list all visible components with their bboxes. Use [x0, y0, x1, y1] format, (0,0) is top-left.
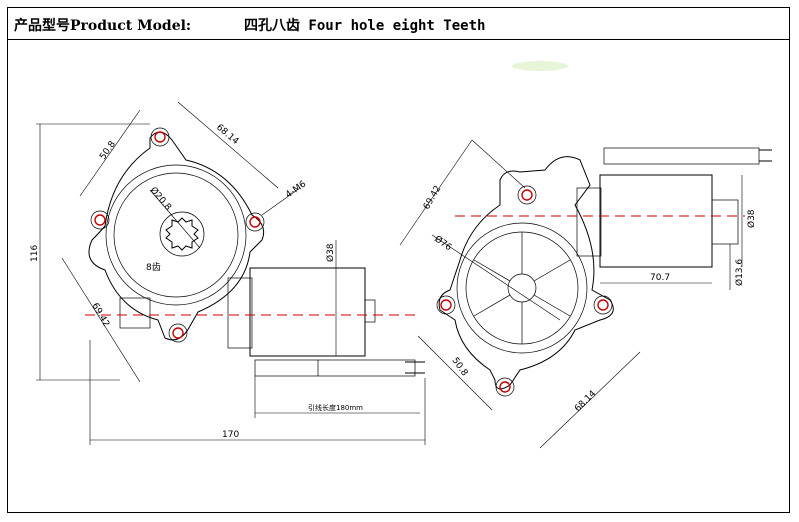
- spoke-2: [533, 259, 571, 282]
- right-hole-top: [521, 189, 533, 201]
- right-motor-flange: [576, 187, 602, 257]
- left-hole-left-boss: [90, 210, 110, 230]
- left-hole-right: [249, 216, 261, 228]
- right-motor-body: [599, 174, 713, 268]
- right-view: Ø38 Ø13.6 70.7 69.42 Ø76 50.8 68.14: [399, 139, 772, 449]
- left-gear-inner-ring: [113, 172, 239, 298]
- left-gear-body: [105, 164, 247, 306]
- dim-6814-text: 68.14: [214, 123, 240, 147]
- right-lead-wire-bundle: [603, 147, 760, 165]
- scan-smudge: [512, 61, 568, 71]
- spoke-3: [533, 294, 571, 317]
- dim-6814-line: [177, 101, 279, 189]
- right-hole-left-boss: [436, 295, 456, 315]
- left-motor-flange: [227, 277, 253, 349]
- left-worm-housing: [119, 297, 151, 329]
- right-hole-left: [440, 299, 452, 311]
- dim-508-line: [79, 109, 141, 197]
- spoke-5: [473, 294, 511, 317]
- dim-lead-text: 引线长度180mm: [308, 403, 363, 412]
- left-hole-bottom-boss: [168, 323, 188, 343]
- right-hole-bottom: [499, 381, 511, 393]
- dim-170-text: 170: [222, 430, 239, 440]
- left-lead-wire-bundle: [254, 359, 416, 377]
- dim-r-width-line: [539, 351, 641, 449]
- dim-screw-text: 4-M6: [284, 179, 308, 200]
- dim-r-wheel-leader: [431, 234, 561, 321]
- left-hole-left: [94, 214, 106, 226]
- left-hole-bottom: [172, 327, 184, 339]
- right-housing-outline: [438, 156, 614, 390]
- right-wheel-spokes: [473, 232, 571, 344]
- left-view: 116 170 引线长度180mm Ø38 68.14 50.8 Ø20.8 4…: [30, 101, 426, 445]
- dim-r-width-text: 68.14: [573, 389, 598, 414]
- dim-r-pitch-line: [417, 335, 493, 411]
- dim-6942-line: [61, 257, 141, 383]
- left-housing-outline: [88, 131, 265, 341]
- dim-508-text: 50.8: [98, 139, 118, 161]
- dim-r-length-text: 70.7: [650, 273, 670, 283]
- right-hole-right-boss: [593, 295, 613, 315]
- drawing-frame: 产品型号Product Model: 四孔八齿 Four hole eight …: [7, 7, 790, 513]
- dim-r-diag-line: [399, 139, 473, 246]
- eight-tooth-spline: [165, 217, 199, 251]
- dim-r-diag-text: 69.42: [422, 184, 444, 211]
- dim-screw-leader: [261, 187, 301, 216]
- left-hole-top-boss: [150, 127, 170, 147]
- dim-r-wheel-text: Ø76: [432, 233, 454, 253]
- teeth-label: 8齿: [146, 262, 161, 273]
- dim-r-shaft-text: Ø13.6: [734, 259, 745, 286]
- left-hole-top: [154, 131, 166, 143]
- right-wheel-outer: [456, 222, 588, 354]
- dim-bore-text: Ø20.8: [148, 185, 174, 213]
- right-motor-end-cap: [711, 199, 739, 245]
- dim-116-text: 116: [30, 245, 40, 262]
- dim-r-motor-text: Ø38: [746, 209, 757, 228]
- header-bar: 产品型号Product Model: 四孔八齿 Four hole eight …: [8, 8, 789, 40]
- dim-r-diag-ext: [471, 139, 526, 189]
- left-hole-right-boss: [245, 212, 265, 232]
- spoke-6: [473, 259, 511, 282]
- spline-outer: [159, 211, 205, 257]
- right-hole-bottom-boss: [495, 377, 515, 397]
- right-hole-right: [597, 299, 609, 311]
- product-model-label: 产品型号Product Model:: [14, 18, 192, 34]
- product-model-value: 四孔八齿 Four hole eight Teeth: [244, 18, 486, 34]
- right-hole-top-boss: [517, 185, 537, 205]
- dim-motor-text: Ø38: [325, 243, 336, 262]
- left-motor-end-cap: [364, 299, 376, 323]
- dim-bore-leader: [149, 189, 201, 249]
- dim-r-pitch-text: 50.8: [450, 356, 470, 378]
- left-motor-body: [249, 267, 366, 357]
